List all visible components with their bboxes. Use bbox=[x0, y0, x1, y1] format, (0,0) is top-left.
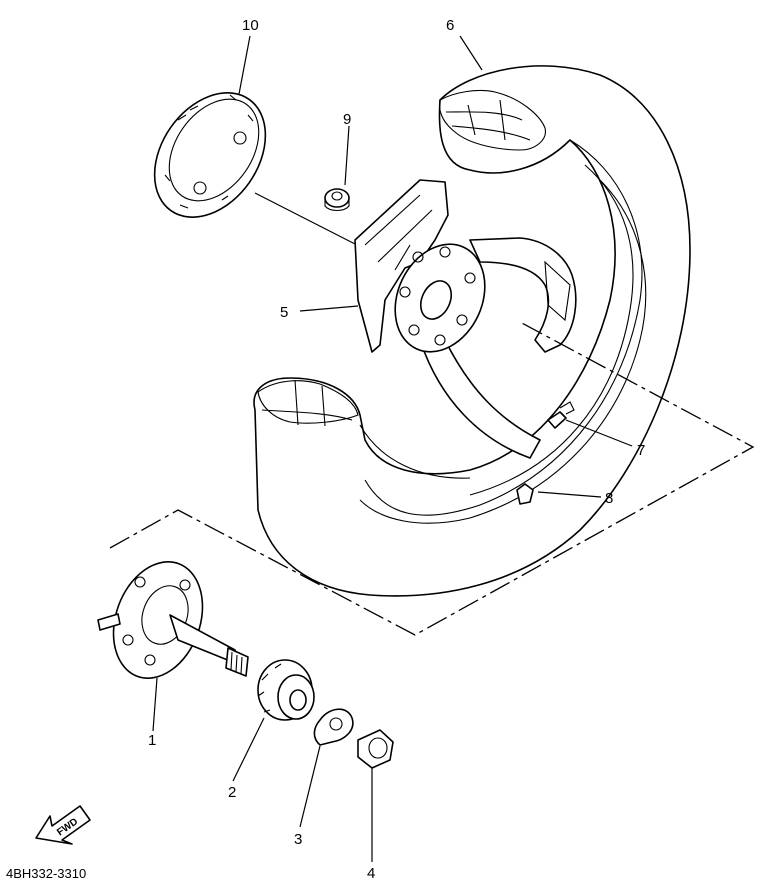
axle-nut bbox=[357, 729, 394, 769]
assembly-dashed-lines bbox=[109, 321, 755, 636]
tire bbox=[253, 65, 691, 597]
callout-labels: 1 2 3 4 5 6 7 8 9 10 bbox=[148, 17, 645, 882]
callout-6: 6 bbox=[446, 17, 454, 34]
valve-cap bbox=[516, 483, 534, 505]
callout-1: 1 bbox=[148, 732, 156, 749]
bearing-spacer bbox=[257, 659, 315, 721]
lock-washer bbox=[313, 708, 354, 746]
cast-wheel bbox=[354, 179, 577, 479]
hub-cover-plate bbox=[153, 92, 267, 218]
callout-2: 2 bbox=[228, 784, 236, 801]
callout-3: 3 bbox=[294, 831, 302, 848]
callout-10: 10 bbox=[242, 17, 259, 34]
axle-hub-flange bbox=[97, 561, 249, 679]
part-code: 4BH332-3310 bbox=[6, 866, 86, 881]
collar bbox=[324, 188, 350, 212]
callout-5: 5 bbox=[280, 304, 288, 321]
callout-4: 4 bbox=[367, 865, 375, 882]
callout-7: 7 bbox=[637, 442, 645, 459]
leader-lines bbox=[152, 35, 633, 862]
callout-8: 8 bbox=[605, 490, 613, 507]
callout-9: 9 bbox=[343, 111, 351, 128]
hub-disc bbox=[394, 243, 486, 353]
valve bbox=[547, 401, 575, 429]
fwd-arrow-icon: FWD bbox=[35, 805, 91, 845]
